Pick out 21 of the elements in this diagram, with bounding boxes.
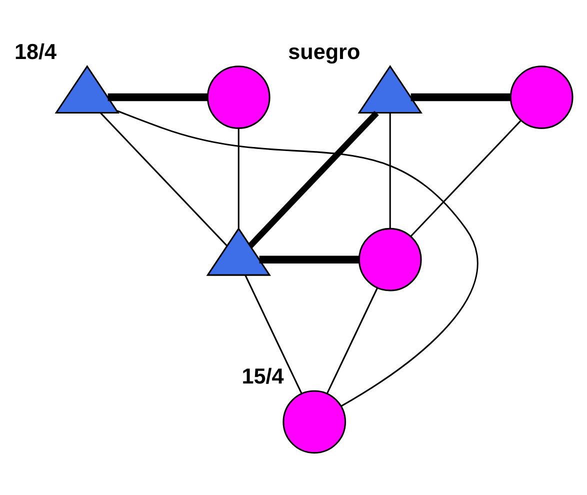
connector — [100, 112, 228, 246]
connector — [259, 255, 359, 263]
connector — [116, 110, 478, 406]
connector — [108, 92, 208, 101]
node-label: 15/4 — [242, 363, 284, 388]
connector — [244, 274, 302, 394]
connector — [326, 287, 378, 394]
connector — [389, 112, 391, 228]
connector — [410, 120, 522, 236]
connector — [248, 110, 379, 248]
connector — [410, 92, 510, 101]
node-label: suegro — [288, 38, 360, 64]
connector — [238, 128, 240, 228]
node-circle — [510, 65, 574, 128]
node-circle — [206, 65, 270, 128]
node-label: 18/4 — [14, 38, 57, 64]
node-triangle — [54, 64, 120, 114]
node-circle — [358, 227, 422, 291]
node-triangle — [358, 64, 422, 114]
node-triangle — [206, 226, 271, 276]
node-circle — [282, 390, 346, 454]
